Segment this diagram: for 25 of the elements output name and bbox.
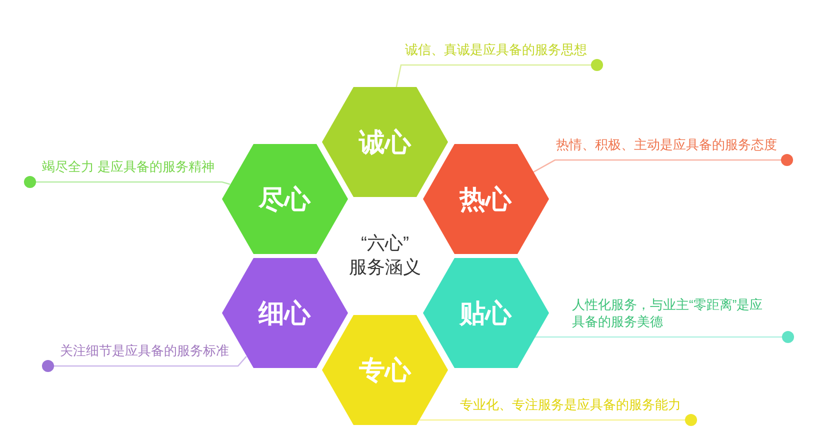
hexagon — [322, 315, 448, 425]
hexagon — [422, 258, 548, 368]
hexagon-label: 诚心 — [359, 126, 411, 158]
hexagon-label: 热心 — [460, 183, 512, 215]
leader-line — [534, 330, 794, 344]
annotation-text: 关注细节是应具备的服务标准 — [60, 342, 229, 359]
annotation-text: 热情、积极、主动是应具备的服务态度 — [556, 136, 777, 153]
hexagon — [222, 144, 348, 254]
hexagon-label: 专心 — [359, 354, 411, 386]
center-heading: 服务涵义 — [349, 256, 421, 279]
leader-line — [396, 58, 604, 88]
hexagon — [422, 144, 548, 254]
center-heading: “六心” — [361, 232, 409, 255]
annotation-text: 人性化服务，与业主“零距离”是应具备的服务美德 — [572, 296, 770, 330]
annotation-text: 竭尽全力 是应具备的服务精神 — [42, 158, 215, 175]
leader-line — [419, 414, 698, 426]
hexagon-label: 尽心 — [258, 183, 310, 215]
hexagon-label: 细心 — [258, 297, 310, 329]
leader-line — [42, 356, 247, 372]
annotation-text: 专业化、专注服务是应具备的服务能力 — [460, 396, 681, 413]
leader-line — [532, 154, 794, 173]
leader-line — [24, 176, 230, 188]
annotation-text: 诚信、真诚是应具备的服务思想 — [405, 41, 587, 58]
hexagon-label: 贴心 — [460, 297, 512, 329]
hexagon — [322, 87, 448, 197]
